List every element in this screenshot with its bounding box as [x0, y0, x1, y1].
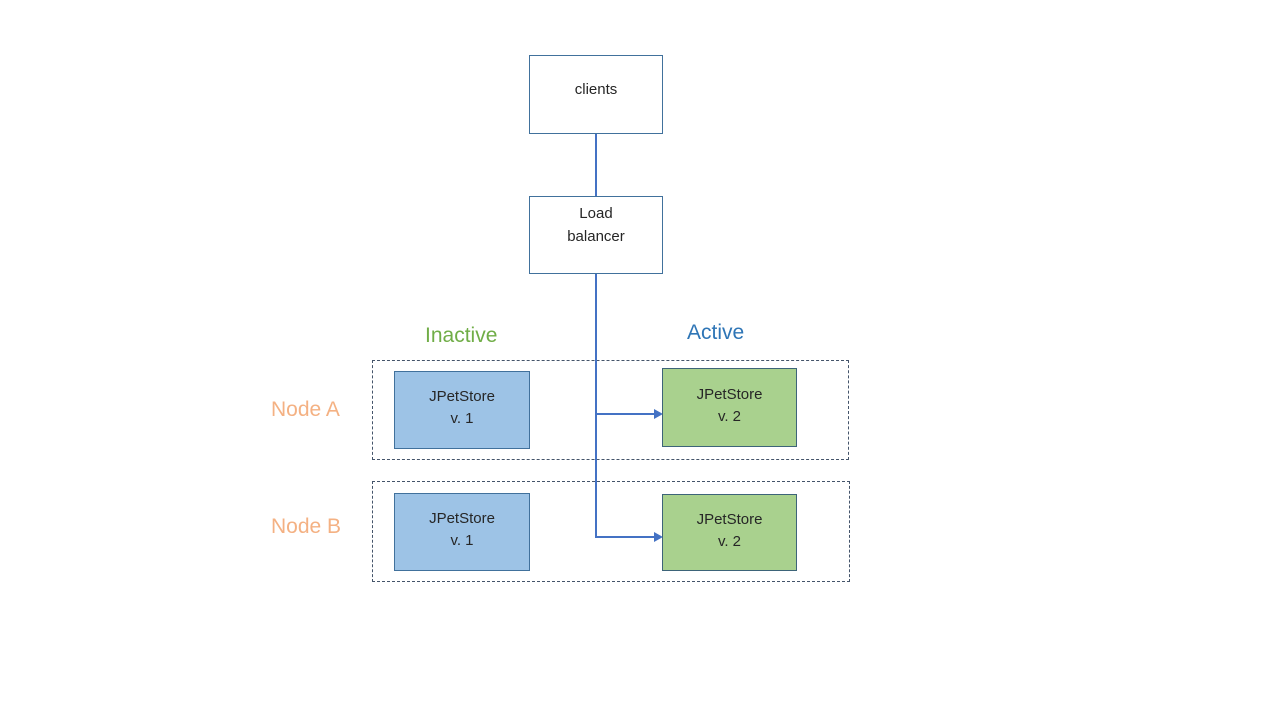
node-a-label: Node A	[271, 398, 340, 421]
clients-box: clients	[529, 55, 663, 134]
app-version: v. 1	[450, 532, 474, 549]
inactive-column-label: Inactive	[425, 324, 498, 347]
app-version: v. 2	[717, 407, 742, 425]
node-a-active-app-box: JPetStore v. 2	[662, 368, 797, 447]
active-column-label: Active	[687, 321, 745, 344]
app-name: JPetStore	[429, 510, 495, 527]
app-name: JPetStore	[429, 388, 495, 405]
node-a-container	[372, 360, 849, 460]
app-name: JPetStore	[696, 510, 763, 528]
app-version: v. 1	[450, 410, 474, 427]
connector-branch-node-b	[596, 536, 655, 538]
connector-clients-to-loadbalancer	[595, 134, 597, 196]
arrowhead-node-a-icon	[654, 409, 663, 419]
connector-branch-node-a	[596, 413, 655, 415]
app-version: v. 2	[717, 532, 742, 550]
node-b-inactive-app-box: JPetStore v. 1	[394, 493, 530, 571]
connector-loadbalancer-trunk	[595, 274, 597, 538]
node-b-active-app-box: JPetStore v. 2	[662, 494, 797, 571]
node-b-container	[372, 481, 850, 582]
node-a-inactive-app-box: JPetStore v. 1	[394, 371, 530, 449]
node-b-label: Node B	[271, 515, 342, 538]
app-name: JPetStore	[696, 385, 763, 403]
arrowhead-node-b-icon	[654, 532, 663, 542]
load-balancer-box: Load balancer	[529, 196, 663, 274]
